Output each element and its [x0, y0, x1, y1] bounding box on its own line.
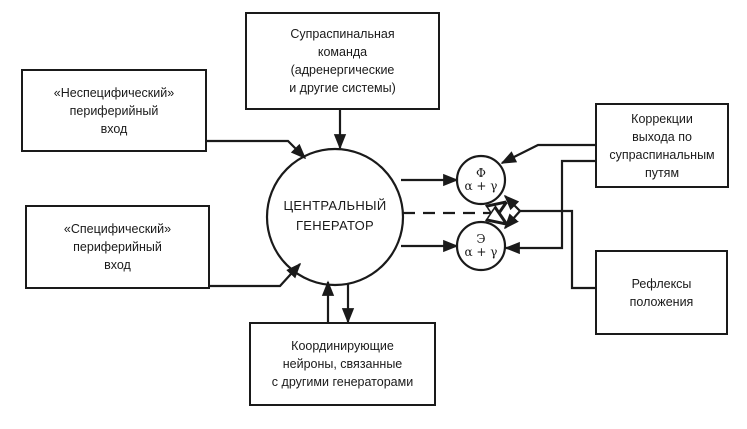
- nonspecific-input-box: «Неспецифический» периферийный вход: [21, 69, 207, 152]
- coordinating-neurons-box: Координирующие нейроны, связанные с друг…: [249, 322, 436, 406]
- arrow-corrections-to-extensor: [504, 159, 596, 255]
- position-reflexes-box: Рефлексы положения: [595, 250, 728, 335]
- output-corrections-line-4: путям: [644, 165, 680, 180]
- flexor-motoneuron-label: Ф α + γ: [461, 167, 501, 193]
- arrow-corrections-to-flexor: [500, 143, 596, 164]
- flexor-symbol: Ф: [476, 166, 486, 180]
- central-generator-line-2: ГЕНЕРАТОР: [295, 218, 375, 233]
- position-reflexes-line-1: Рефлексы: [631, 276, 692, 291]
- output-corrections-line-2: выхода по: [632, 129, 692, 144]
- coordinating-neurons-line-2: нейроны, связанные: [282, 357, 403, 371]
- supraspinal-command-line-4: и другие системы): [289, 81, 396, 95]
- arrow-specific-to-generator: [207, 262, 302, 288]
- arrow-reflexes-to-flexor: [503, 194, 521, 212]
- flexor-formula: α + γ: [464, 179, 498, 193]
- central-generator-label: ЦЕНТРАЛЬНЫЙ ГЕНЕРАТОР: [275, 196, 395, 236]
- nonspecific-input-line-1: «Неспецифический»: [53, 85, 175, 100]
- output-corrections-line-1: Коррекции: [631, 111, 693, 126]
- link-reflexes-junction: [520, 209, 596, 290]
- output-corrections-line-3: супраспинальным: [609, 147, 715, 162]
- position-reflexes-line-2: положения: [629, 294, 694, 309]
- dashed-link-to-extensor: [490, 213, 505, 223]
- extensor-motoneuron-label: Э α + γ: [461, 233, 501, 259]
- specific-input-box: «Специфический» периферийный вход: [25, 205, 210, 289]
- coordinating-neurons-line-1: Координирующие: [291, 339, 394, 353]
- supraspinal-command-line-3: (адренергические: [290, 63, 395, 77]
- arrow-reflexes-to-extensor: [503, 210, 521, 230]
- central-generator-line-1: ЦЕНТРАЛЬНЫЙ: [283, 198, 387, 213]
- dashed-link-to-flexor: [490, 203, 505, 213]
- nonspecific-input-line-2: периферийный: [69, 103, 159, 118]
- supraspinal-command-box: Супраспинальная команда (адренергические…: [245, 12, 440, 110]
- extensor-formula: α + γ: [464, 245, 498, 259]
- flexor-motoneuron-circle: [455, 154, 507, 206]
- supraspinal-command-line-2: команда: [317, 45, 368, 59]
- extensor-symbol: Э: [476, 232, 486, 246]
- specific-input-line-3: вход: [104, 258, 131, 272]
- specific-input-line-1: «Специфический»: [63, 222, 172, 236]
- central-generator-circle: [265, 147, 405, 287]
- coordinating-neurons-line-3: с другими генераторами: [271, 375, 414, 389]
- nonspecific-input-line-3: вход: [100, 121, 128, 136]
- supraspinal-command-line-1: Супраспинальная: [290, 27, 395, 41]
- output-corrections-box: Коррекции выхода по супраспинальным путя…: [595, 103, 729, 188]
- specific-input-line-2: периферийный: [73, 240, 162, 254]
- arrow-nonspecific-to-generator: [207, 139, 307, 160]
